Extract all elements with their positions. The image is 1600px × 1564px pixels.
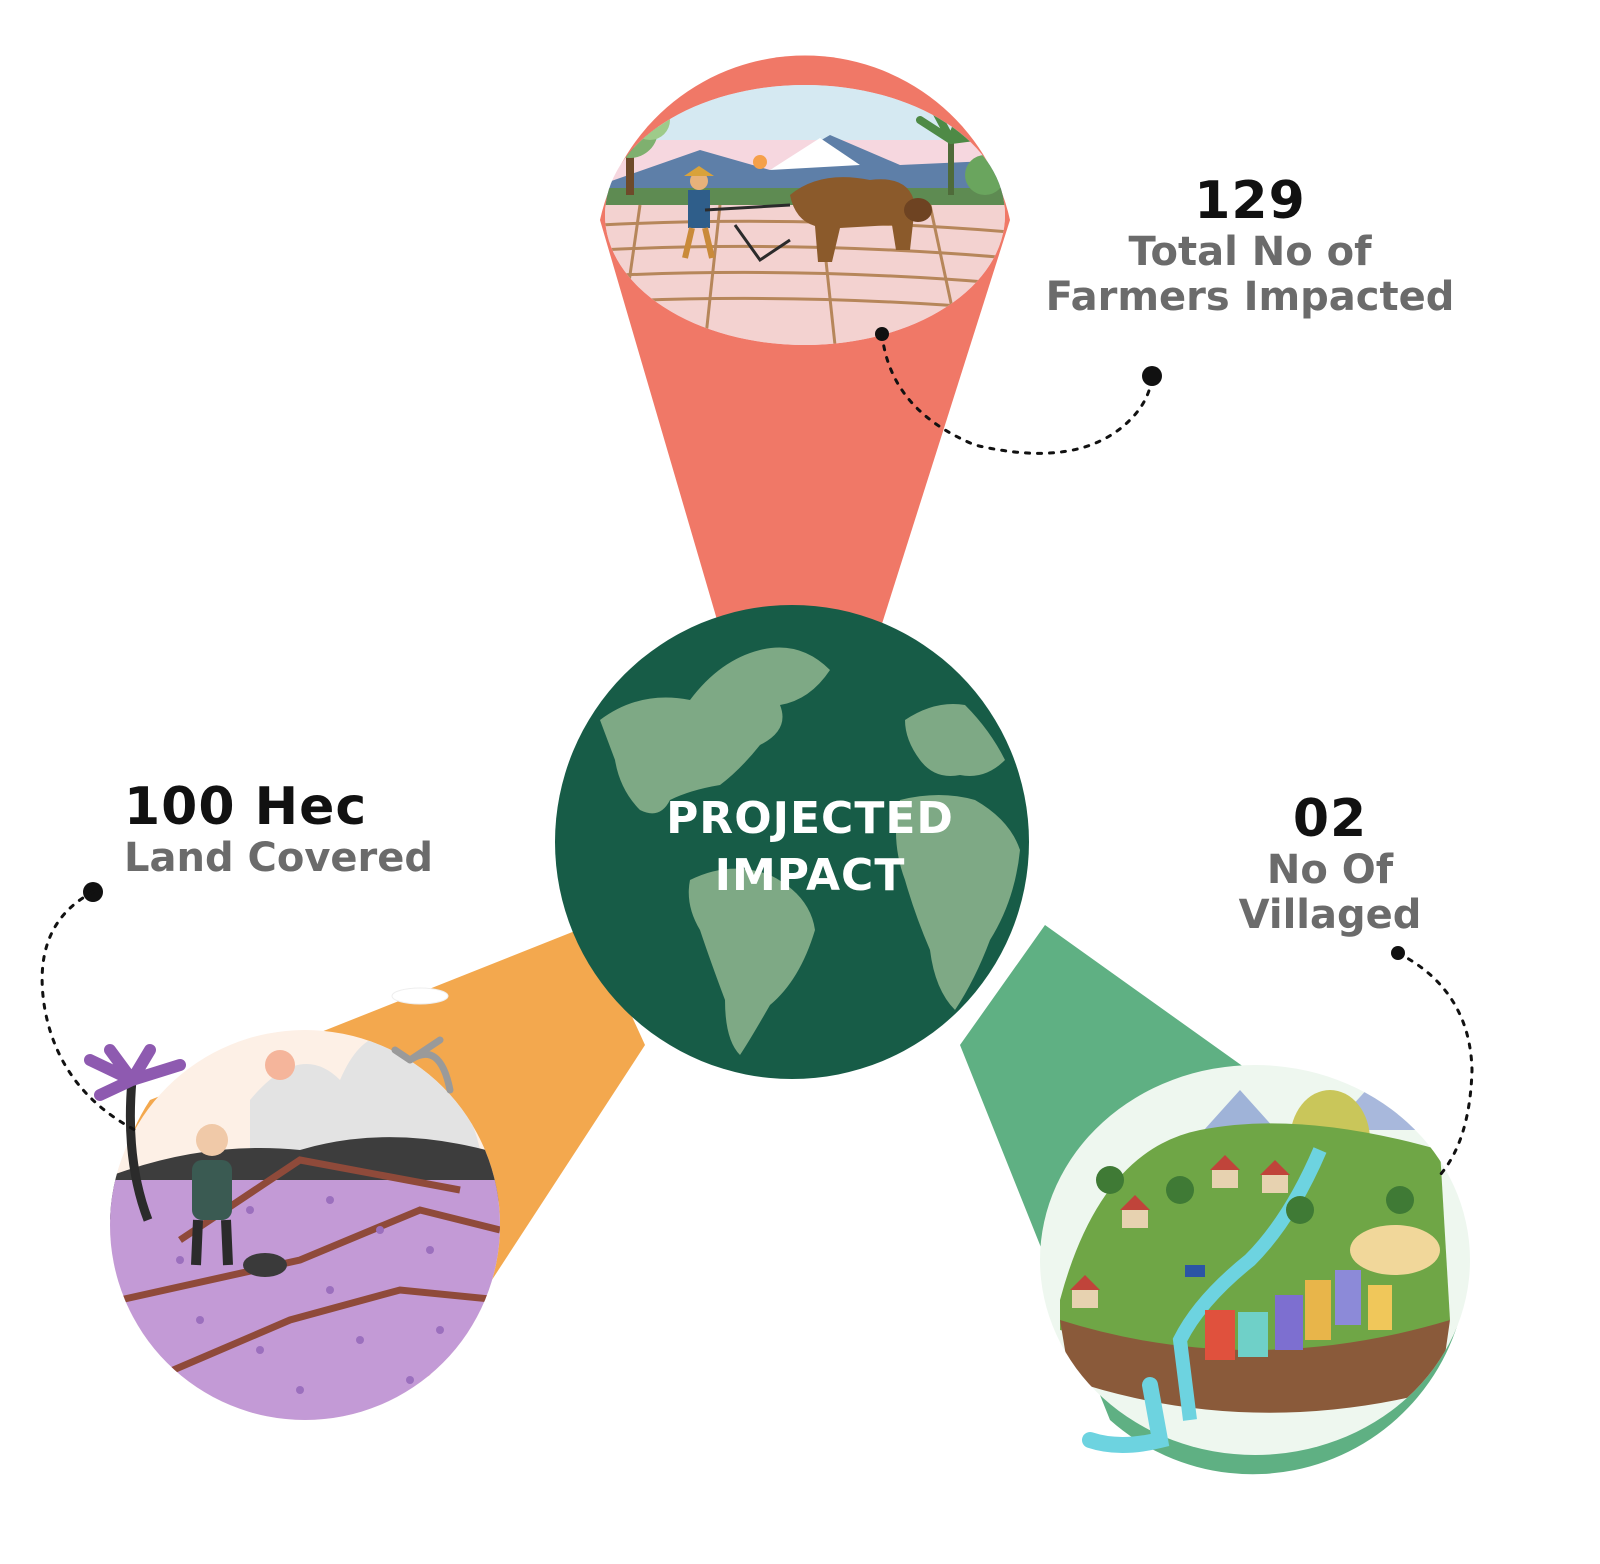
farmers-stat: 129 Total No of Farmers Impacted [1030,172,1470,320]
globe-icon [555,605,1029,1079]
land-label: Land Covered [124,835,434,882]
land-connector [40,882,137,1132]
center-title-line2: IMPACT [714,850,906,902]
villages-value: 02 [1292,789,1368,849]
europe-shape [905,704,1005,776]
africa-shape [896,795,1020,1010]
center-title: PROJECTED IMPACT [620,790,1000,904]
farmers-connector [875,327,1162,455]
farmers-value: 129 [1194,171,1306,231]
villages-stat: 02 No Of Villaged [1230,790,1430,938]
south-america-shape [688,868,815,1055]
north-america-shape [600,647,830,814]
land-value: 100 Hec [124,777,368,837]
village-illustration [1040,1065,1470,1455]
land-stat: 100 Hec Land Covered [124,778,544,881]
farmers-label-line2: Farmers Impacted [1045,274,1455,321]
villages-label-line2: Villaged [1238,892,1422,939]
center-title-line1: PROJECTED [666,793,954,844]
villages-connector [1391,946,1474,1177]
villages-label-line1: No Of [1266,847,1394,894]
farmers-label-line1: Total No of [1128,229,1372,276]
